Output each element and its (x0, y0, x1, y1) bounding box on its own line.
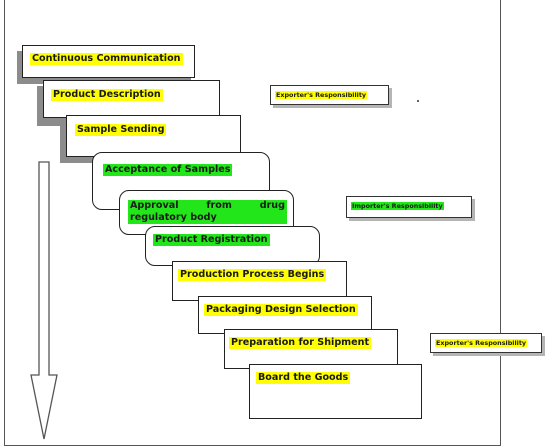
step-label: Board the Goods (256, 372, 351, 384)
step-box-production-process (172, 261, 347, 301)
dot-mark (417, 100, 419, 102)
step-label: Continuous Communication (30, 53, 183, 65)
step-label: Acceptance of Samples (103, 164, 233, 176)
note-label: Importer's Responsibility (351, 202, 444, 210)
exporter-note-top: Exporter's Responsibility (270, 85, 389, 105)
exporter-note-bottom: Exporter's Responsibility (430, 333, 542, 353)
down-arrow-icon (30, 161, 58, 440)
importer-note: Importer's Responsibility (346, 196, 472, 218)
step-label: Packaging Design Selection (204, 304, 358, 316)
step-box-sample-sending (66, 115, 241, 157)
step-label: Product Registration (153, 234, 270, 246)
step-label: Preparation for Shipment (229, 337, 372, 349)
step-box-preparation-shipment (224, 329, 398, 369)
note-label: Exporter's Responsibility (275, 91, 368, 99)
note-label: Exporter's Responsibility (435, 339, 528, 347)
step-label: Approval from drug regulatory body (128, 200, 287, 224)
step-label: Product Description (51, 89, 163, 101)
step-box-product-registration (145, 226, 320, 266)
page-frame (4, 0, 501, 446)
step-label: Sample Sending (75, 124, 167, 136)
step-label: Production Process Begins (178, 269, 327, 281)
